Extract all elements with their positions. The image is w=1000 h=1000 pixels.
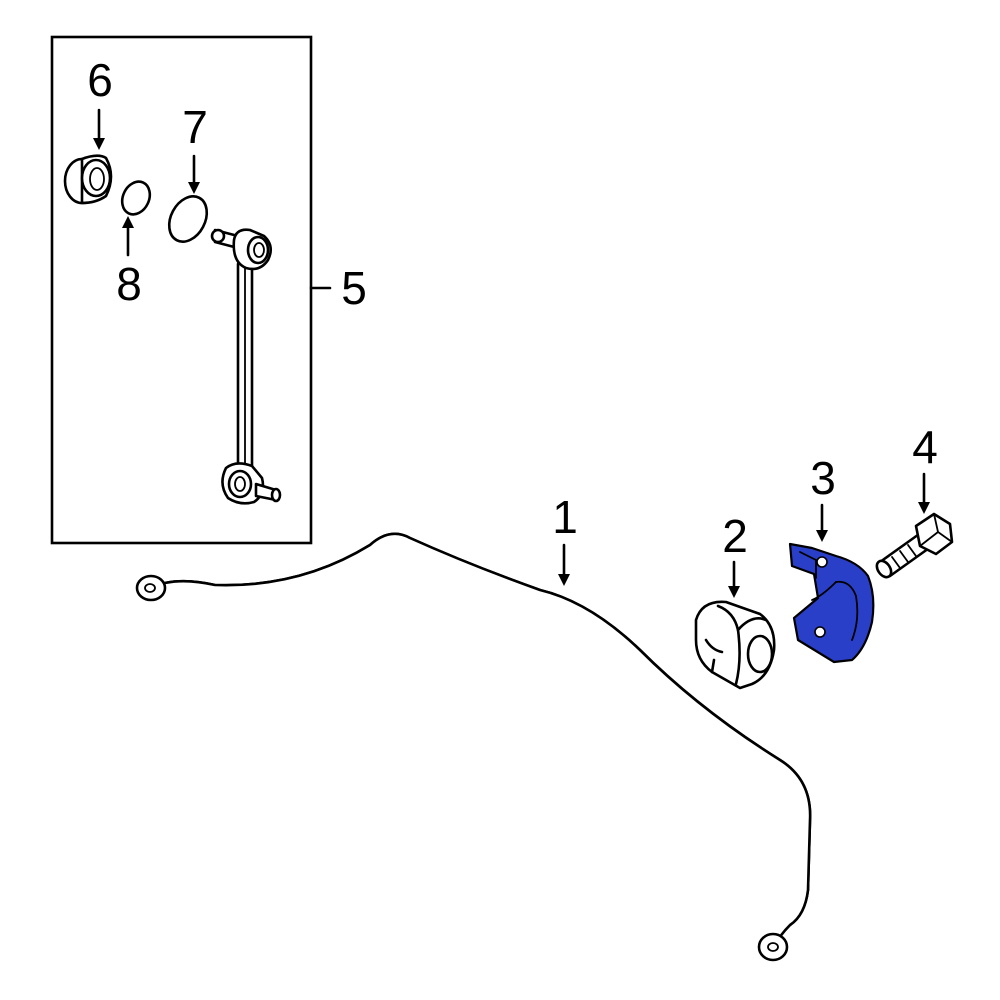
link-kit-inset-box — [50, 35, 313, 545]
part-6-dust-boot[interactable] — [63, 154, 113, 205]
callout-5: 5 — [341, 262, 367, 314]
callout-7: 7 — [182, 101, 208, 153]
part-1-stabilizer-bar[interactable] — [135, 532, 812, 962]
part-2-bushing[interactable] — [694, 600, 776, 690]
part-4-bolt[interactable] — [874, 512, 954, 580]
callout-2: 2 — [722, 510, 748, 562]
callout-4: 4 — [912, 421, 938, 473]
callout-8: 8 — [116, 258, 142, 310]
callout-1: 1 — [552, 491, 578, 543]
part-5-stabilizer-link[interactable] — [210, 228, 282, 505]
callout-6: 6 — [87, 54, 113, 106]
callout-3: 3 — [810, 452, 836, 504]
leader-lines — [93, 108, 930, 598]
part-8-small-o-ring[interactable] — [117, 177, 155, 219]
part-7-o-ring[interactable] — [162, 190, 215, 248]
part-3-bushing-bracket[interactable] — [788, 542, 875, 664]
